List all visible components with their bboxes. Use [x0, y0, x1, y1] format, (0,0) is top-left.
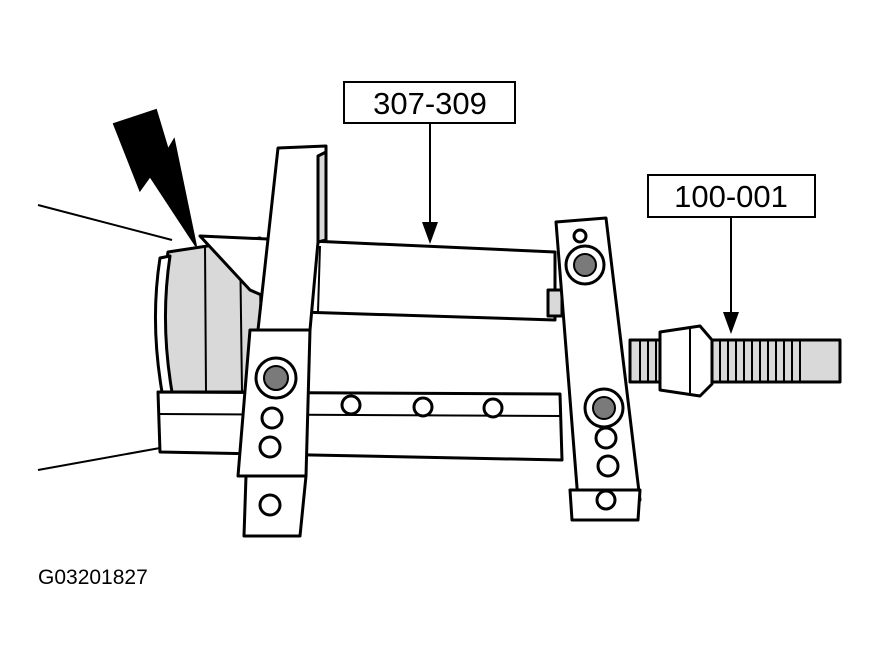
bolt-head	[263, 365, 289, 391]
hex-nut	[658, 324, 714, 398]
callout-box	[343, 81, 516, 124]
bolt-head	[573, 253, 597, 277]
callout-307-309: 307-309	[343, 81, 516, 244]
callout-100-001: 100-001	[647, 174, 816, 334]
base-hole	[340, 394, 362, 416]
base-hole	[412, 396, 434, 418]
leader-line-upper	[37, 204, 173, 241]
base-hole	[482, 397, 504, 419]
callout-label: 100-001	[674, 179, 788, 214]
left-puller-leg	[236, 144, 328, 538]
leg-hole	[572, 228, 588, 244]
forcing-screw	[628, 324, 842, 398]
leg-hole	[258, 493, 282, 517]
callout-label: 307-309	[373, 86, 487, 121]
leg-hole	[594, 426, 618, 450]
direction-arrow-icon	[112, 108, 197, 247]
leg-hole	[595, 489, 617, 511]
leader-line-lower	[37, 447, 161, 471]
puller-base-bar	[156, 390, 564, 462]
leg-hole	[596, 454, 620, 478]
figure-id: G03201827	[38, 566, 148, 589]
callout-arrowhead-icon	[422, 222, 438, 244]
callout-arrowhead-icon	[723, 312, 739, 334]
bolt-head	[592, 396, 616, 420]
leg-hole	[258, 435, 282, 459]
screw-threads	[639, 340, 801, 382]
right-puller-leg	[554, 216, 642, 522]
callout-box	[647, 174, 816, 218]
leg-hole	[260, 406, 284, 430]
